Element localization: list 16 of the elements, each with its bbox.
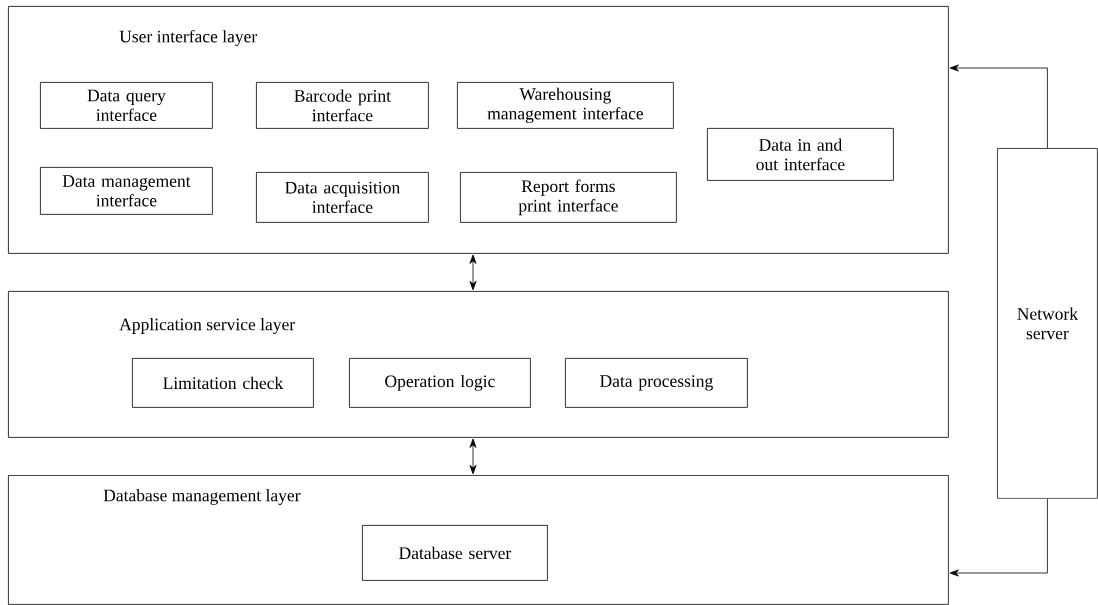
arrow [469, 438, 477, 475]
component-box: Data in and out interface [707, 128, 894, 181]
server-box: Network server [997, 148, 1098, 499]
component-box: Data acquisition interface [256, 172, 429, 223]
arrow [949, 498, 1048, 577]
component-box: Barcode print interface [256, 82, 429, 129]
arrow [949, 64, 1048, 149]
arrow [469, 254, 477, 291]
component-box: Data management interface [40, 167, 213, 215]
component-box: Operation logic [349, 358, 531, 408]
component-box: Data processing [565, 358, 748, 408]
component-box: Database server [362, 525, 548, 581]
component-box: Data query interface [40, 82, 213, 129]
component-box: Limitation check [132, 358, 314, 408]
component-box: Report forms print interface [460, 172, 677, 223]
component-box: Warehousing management interface [457, 82, 674, 129]
